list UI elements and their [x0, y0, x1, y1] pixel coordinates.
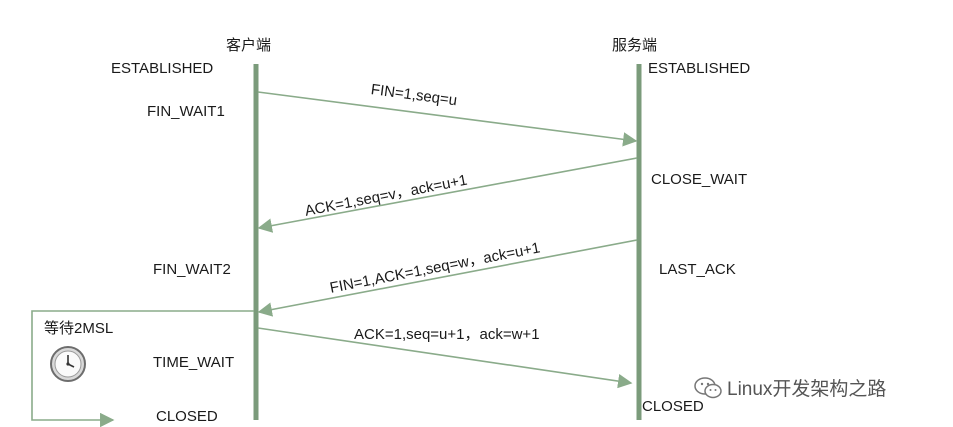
watermark: Linux开发架构之路: [693, 374, 886, 401]
ack2-arrow: [257, 327, 633, 389]
client-state-fin-wait2: FIN_WAIT2: [153, 261, 231, 278]
server-state-last-ack: LAST_ACK: [659, 261, 736, 278]
server-state-established: ESTABLISHED: [648, 60, 751, 77]
wechat-icon: [694, 376, 722, 398]
wait-2msl-label: 等待2MSL: [44, 320, 114, 337]
wait-bracket: [31, 310, 254, 427]
client-state-closed: CLOSED: [156, 408, 218, 425]
server-title: 服务端: [612, 37, 658, 54]
client-state-time-wait: TIME_WAIT: [153, 354, 235, 371]
fin2-arrow: [257, 239, 638, 317]
clock-icon: [50, 346, 86, 382]
client-state-established: ESTABLISHED: [111, 60, 214, 77]
server-state-closed: CLOSED: [642, 398, 704, 415]
watermark-text: Linux开发架构之路: [727, 379, 887, 400]
server-state-close-wait: CLOSE_WAIT: [651, 171, 748, 188]
client-state-fin-wait1: FIN_WAIT1: [147, 103, 225, 120]
fin1-arrow: [257, 91, 638, 147]
message-ack2-label: ACK=1,seq=u+1，ack=w+1: [354, 326, 540, 343]
ack1-arrow: [257, 157, 638, 233]
client-title: 客户端: [226, 37, 272, 54]
